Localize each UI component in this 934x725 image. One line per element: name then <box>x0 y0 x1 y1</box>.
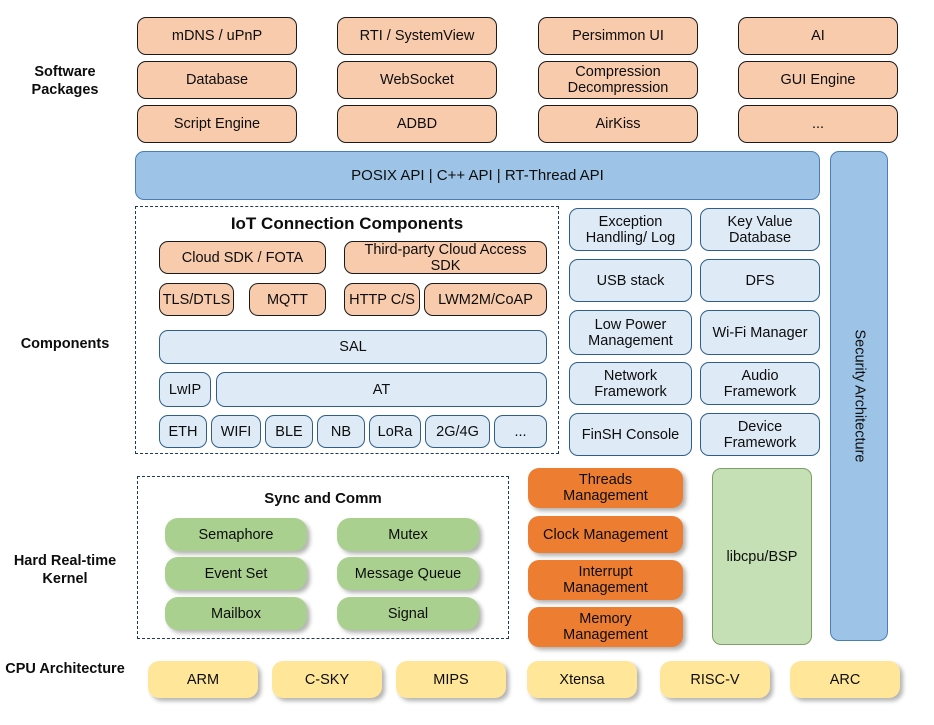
kernel-mutex[interactable]: Mutex <box>337 518 479 551</box>
iot-link-lora[interactable]: LoRa <box>369 415 421 448</box>
row-label-kernel: Hard Real-time Kernel <box>13 553 117 587</box>
iot-sal[interactable]: SAL <box>159 330 547 364</box>
iot-link-more[interactable]: ... <box>494 415 547 448</box>
iot-at[interactable]: AT <box>216 372 547 407</box>
component-audio-framework[interactable]: Audio Framework <box>700 362 820 405</box>
iot-third-party-cloud[interactable]: Third-party Cloud Access SDK <box>344 241 547 274</box>
kernel-clock-management[interactable]: Clock Management <box>528 516 683 553</box>
cpu-mips[interactable]: MIPS <box>396 661 506 698</box>
component-usb-stack[interactable]: USB stack <box>569 259 692 302</box>
iot-cloud-sdk-fota[interactable]: Cloud SDK / FOTA <box>159 241 326 274</box>
package-database[interactable]: Database <box>137 61 297 99</box>
component-key-value-database[interactable]: Key Value Database <box>700 208 820 251</box>
sync-and-comm-group <box>137 476 509 639</box>
iot-tls-dtls[interactable]: TLS/DTLS <box>159 283 234 316</box>
package-compression[interactable]: Compression Decompression <box>538 61 698 99</box>
iot-link-nb[interactable]: NB <box>317 415 365 448</box>
kernel-message-queue[interactable]: Message Queue <box>337 557 479 590</box>
iot-connection-group-title: IoT Connection Components <box>230 214 464 233</box>
security-architecture-column: Security Architecture <box>830 151 888 641</box>
kernel-event-set[interactable]: Event Set <box>165 557 307 590</box>
package-script-engine[interactable]: Script Engine <box>137 105 297 143</box>
row-label-software-packages: Software Packages <box>31 64 99 98</box>
cpu-xtensa[interactable]: Xtensa <box>527 661 637 698</box>
kernel-signal[interactable]: Signal <box>337 597 479 630</box>
package-adbd[interactable]: ADBD <box>337 105 497 143</box>
kernel-libcpu-bsp[interactable]: libcpu/BSP <box>712 468 812 645</box>
kernel-interrupt-management[interactable]: Interrupt Management <box>528 560 683 600</box>
component-finsh-console[interactable]: FinSH Console <box>569 413 692 456</box>
kernel-mailbox[interactable]: Mailbox <box>165 597 307 630</box>
package-persimmon-ui[interactable]: Persimmon UI <box>538 17 698 55</box>
iot-lwm2m-coap[interactable]: LWM2M/CoAP <box>424 283 547 316</box>
component-wifi-manager[interactable]: Wi-Fi Manager <box>700 310 820 355</box>
iot-link-eth[interactable]: ETH <box>159 415 207 448</box>
api-bar: POSIX API | C++ API | RT-Thread API <box>135 151 820 200</box>
sync-and-comm-title: Sync and Comm <box>264 490 382 507</box>
package-rti-systemview[interactable]: RTI / SystemView <box>337 17 497 55</box>
row-label-cpu-architecture: CPU Architecture <box>5 661 125 677</box>
row-label-components: Components <box>20 336 110 352</box>
iot-connection-group <box>135 206 559 454</box>
component-dfs[interactable]: DFS <box>700 259 820 302</box>
cpu-arc[interactable]: ARC <box>790 661 900 698</box>
iot-http-cs[interactable]: HTTP C/S <box>344 283 420 316</box>
package-more[interactable]: ... <box>738 105 898 143</box>
cpu-risc-v[interactable]: RISC-V <box>660 661 770 698</box>
kernel-threads-management[interactable]: Threads Management <box>528 468 683 508</box>
iot-lwip[interactable]: LwIP <box>159 372 211 407</box>
component-exception-handling-log[interactable]: Exception Handling/ Log <box>569 208 692 251</box>
iot-link-2g4g[interactable]: 2G/4G <box>425 415 490 448</box>
package-mdns-upnp[interactable]: mDNS / uPnP <box>137 17 297 55</box>
iot-mqtt[interactable]: MQTT <box>249 283 326 316</box>
package-websocket[interactable]: WebSocket <box>337 61 497 99</box>
iot-link-wifi[interactable]: WIFI <box>211 415 261 448</box>
security-architecture-label: Security Architecture <box>851 329 868 463</box>
component-network-framework[interactable]: Network Framework <box>569 362 692 405</box>
package-ai[interactable]: AI <box>738 17 898 55</box>
iot-link-ble[interactable]: BLE <box>265 415 313 448</box>
kernel-semaphore[interactable]: Semaphore <box>165 518 307 551</box>
package-gui-engine[interactable]: GUI Engine <box>738 61 898 99</box>
component-device-framework[interactable]: Device Framework <box>700 413 820 456</box>
component-low-power-management[interactable]: Low Power Management <box>569 310 692 355</box>
kernel-memory-management[interactable]: Memory Management <box>528 607 683 647</box>
package-airkiss[interactable]: AirKiss <box>538 105 698 143</box>
cpu-arm[interactable]: ARM <box>148 661 258 698</box>
cpu-c-sky[interactable]: C-SKY <box>272 661 382 698</box>
